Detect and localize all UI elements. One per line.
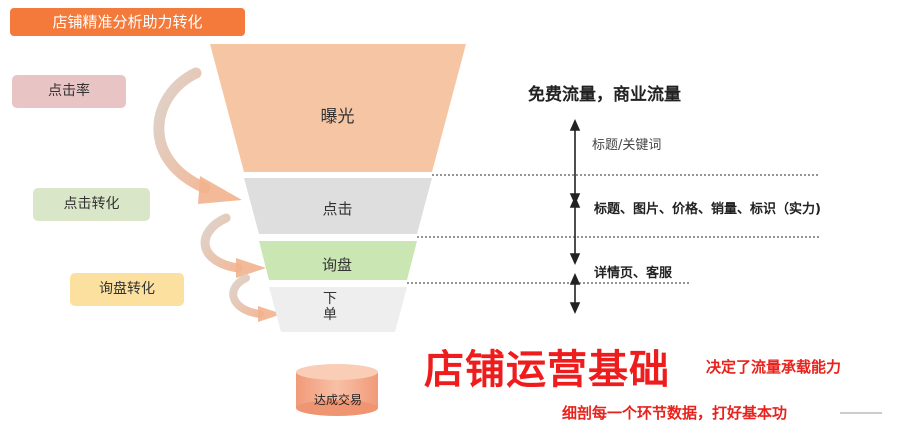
keywords-text: 标题/关键词 [592, 138, 662, 153]
arrowhead-icon [236, 258, 266, 278]
stage-label-exposure: 曝光 [320, 107, 355, 127]
double-arrow-icon [569, 273, 581, 314]
stage-label-click: 点击 [322, 200, 353, 218]
stage-label-inquiry: 询盘 [321, 256, 352, 274]
funnel-stage-click [244, 178, 432, 234]
funnel-stage-order [269, 287, 407, 332]
slogan-side: 决定了流量承载能力 [706, 358, 842, 376]
curved-arrow-icon [229, 274, 264, 318]
slogan-sub: 细剖每一个环节数据，打好基本功 [562, 404, 788, 422]
inquiry-factors-text: 详情页、客服 [594, 266, 673, 281]
arrowhead-icon [258, 306, 282, 322]
curved-arrow-icon [200, 213, 243, 273]
traffic-sources-text: 免费流量，商业流量 [528, 85, 681, 105]
click-factors-text: 标题、图片、价格、销量、标识（实力) [594, 202, 821, 217]
funnel-stage-exposure [210, 44, 466, 172]
slogan-main: 店铺运营基础 [424, 347, 670, 393]
click-conversion-label: 点击转化 [33, 188, 150, 221]
stage-label-order: 下 单 [323, 291, 337, 323]
result-label: 达成交易 [313, 393, 362, 407]
double-arrow-icon [569, 119, 581, 205]
arrowhead-icon [198, 176, 242, 204]
click-rate-label: 点击率 [12, 75, 126, 108]
funnel-stage-inquiry [259, 241, 417, 280]
inquiry-conversion-label: 询盘转化 [70, 273, 184, 306]
header-title-badge: 店铺精准分析助力转化 [10, 8, 245, 36]
double-arrow-icon [569, 196, 581, 265]
curved-arrow-icon [153, 67, 211, 194]
